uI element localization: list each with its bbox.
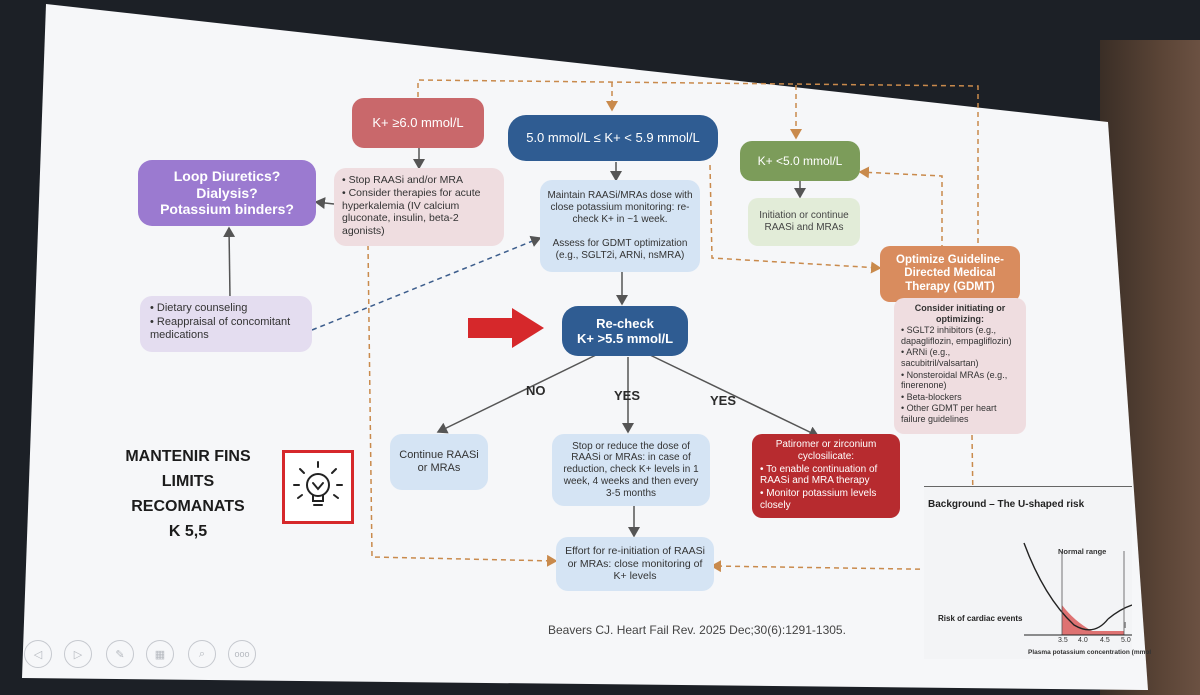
more-options-label: ooo	[234, 649, 250, 659]
recheck-line-1: Re-check	[596, 315, 654, 331]
optimize-item-3: • Nonsteroidal MRAs (e.g., finerenone)	[901, 369, 1008, 391]
continue-box: Continue RAASi or MRAs	[390, 434, 488, 490]
u-curve-chart	[1023, 542, 1132, 636]
k-low-header: K+ <5.0 mmol/L	[740, 141, 860, 181]
next-slide-button[interactable]: ▷	[64, 640, 92, 668]
recheck-box: Re-check K+ >5.5 mmol/L	[562, 306, 688, 356]
patiromer-item-1: • To enable continuation of RAASi and MR…	[760, 463, 878, 487]
dietary-item-1: • Dietary counseling	[150, 302, 248, 314]
stop-reduce-text: Stop or reduce the dose of RAASi or MRAs…	[563, 440, 699, 499]
note-line-3: RECOMANATS	[131, 498, 245, 515]
optimize-item-2: • ARNi (e.g., sacubitril/valsartan)	[901, 347, 979, 369]
k-high-text: K+ ≥6.0 mmol/L	[372, 115, 464, 131]
high-action-2: • Consider therapies for acute hyperkale…	[342, 187, 481, 237]
low-action-text: Initiation or continue RAASi and MRAs	[759, 210, 849, 233]
red-arrow-icon	[468, 308, 544, 348]
inset-tick-4: 5.0	[1121, 637, 1131, 644]
inset-xlabel: Plasma potassium concentration (mmol	[1028, 649, 1152, 656]
lightbulb-icon	[293, 461, 343, 506]
note-line-2: LIMITS	[161, 473, 215, 490]
stop-reduce-box: Stop or reduce the dose of RAASi or MRAs…	[552, 434, 710, 506]
high-action-1: • Stop RAASi and/or MRA	[342, 174, 463, 186]
k-high-header: K+ ≥6.0 mmol/L	[352, 98, 484, 148]
zoom-button[interactable]: ⌕	[188, 640, 216, 668]
optimize-item-4: • Beta-blockers	[901, 391, 962, 402]
inset-tick-2: 4.0	[1078, 637, 1088, 644]
effort-box: Effort for re-initiation of RAASi or MRA…	[556, 537, 714, 591]
optimize-title: Consider initiating or optimizing:	[914, 303, 1006, 324]
inset-normal-range: Normal range	[1058, 547, 1107, 556]
patiromer-box: Patiromer or zirconium cyclosilicate: • …	[752, 434, 900, 518]
note-line-1: MANTENIR FINS	[125, 448, 251, 465]
loop-line-2: Dialysis?	[196, 184, 258, 201]
k-mid-text: 5.0 mmol/L ≤ K+ < 5.9 mmol/L	[526, 130, 700, 146]
dietary-item-2: • Reappraisal of concomitant medications	[150, 315, 291, 341]
continue-text: Continue RAASi or MRAs	[399, 449, 479, 474]
patiromer-title: Patiromer or zirconium cyclosilicate:	[775, 439, 877, 462]
high-actions-box: • Stop RAASi and/or MRA • Consider thera…	[334, 168, 504, 246]
optimize-item-5: • Other GDMT per heart failure guideline…	[901, 403, 997, 425]
patiromer-item-2: • Monitor potassium levels closely	[760, 488, 877, 511]
effort-text: Effort for re-initiation of RAASi or MRA…	[565, 545, 705, 583]
mid-action-2: Assess for GDMT optimization (e.g., SGLT…	[552, 238, 688, 261]
recheck-line-2: K+ >5.5 mmol/L	[576, 331, 674, 346]
mid-action-1: Maintain RAASi/MRAs dose with close pota…	[547, 190, 693, 225]
inset-title: Background – The U-shaped risk	[928, 499, 1085, 510]
optimize-gdmt-header: Optimize Guideline-Directed Medical Ther…	[880, 246, 1020, 302]
low-actions-box: Initiation or continue RAASi and MRAs	[748, 198, 860, 246]
more-options-button[interactable]: ooo	[228, 640, 256, 668]
yes-label-2: YES	[710, 393, 737, 408]
inset-panel: Background – The U-shaped risk Normal ra…	[924, 486, 1151, 659]
note-block: MANTENIR FINS LIMITS RECOMANATS K 5,5	[90, 444, 286, 544]
loop-diuretics-box: Loop Diuretics? Dialysis? Potassium bind…	[138, 160, 316, 226]
inset-tick-3: 4.5	[1100, 637, 1110, 644]
loop-line-3: Potassium binders?	[160, 201, 294, 218]
inset-tick-1: 3.5	[1058, 637, 1068, 644]
lightbulb-icon-box	[282, 450, 354, 524]
k-mid-header: 5.0 mmol/L ≤ K+ < 5.9 mmol/L	[508, 115, 718, 161]
inset-ylabel: Risk of cardiac events	[938, 614, 1023, 623]
loop-line-1: Loop Diuretics?	[173, 168, 281, 185]
optimize-header-text: Optimize Guideline-Directed Medical Ther…	[896, 253, 1004, 293]
prev-slide-button[interactable]: ◁	[24, 640, 52, 668]
note-line-4: K 5,5	[168, 523, 208, 540]
dietary-box: • Dietary counseling • Reappraisal of co…	[140, 296, 312, 352]
see-all-slides-button[interactable]: ▦	[146, 640, 174, 668]
feedback-line-top	[417, 79, 979, 258]
optimize-gdmt-box: Consider initiating or optimizing: • SGL…	[894, 298, 1026, 434]
yes-label-1: YES	[614, 388, 641, 403]
pen-tool-button[interactable]: ✎	[106, 640, 134, 668]
citation: Beavers CJ. Heart Fail Rev. 2025 Dec;30(…	[548, 623, 846, 637]
mid-actions-box: Maintain RAASi/MRAs dose with close pota…	[540, 180, 700, 272]
k-low-text: K+ <5.0 mmol/L	[757, 153, 843, 168]
inset-marker: I	[1124, 621, 1127, 630]
no-label: NO	[526, 383, 546, 398]
optimize-item-1: • SGLT2 inhibitors (e.g., dapagliflozin,…	[901, 325, 1012, 346]
